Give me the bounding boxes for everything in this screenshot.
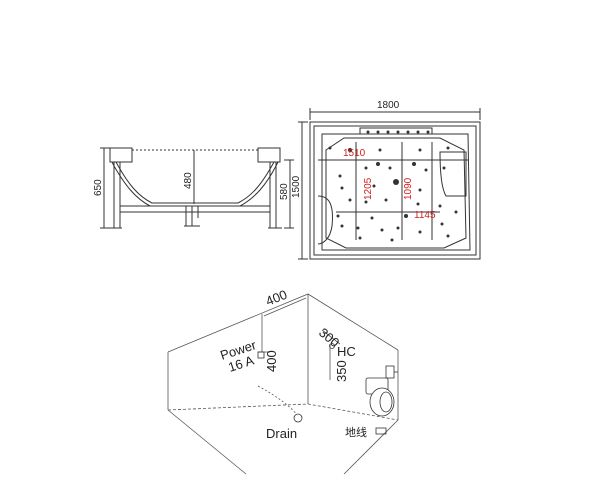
jet <box>424 168 428 172</box>
dim-1145-label: 1145 <box>414 210 436 221</box>
jet <box>338 174 342 178</box>
jet <box>418 230 422 234</box>
jet <box>340 224 344 228</box>
jet <box>356 226 360 230</box>
side-view <box>100 147 294 229</box>
dim-1205-label: 1205 <box>363 177 374 200</box>
jet <box>384 198 388 202</box>
jet <box>376 162 380 166</box>
top-outer-rim-inner <box>313 125 477 256</box>
top-view <box>298 108 481 260</box>
jet <box>396 130 400 134</box>
jet <box>426 130 430 134</box>
top-tub-inner <box>325 137 467 249</box>
jet <box>390 238 394 242</box>
install-dim-400-top-label: 400 <box>264 287 290 309</box>
install-view <box>167 293 399 475</box>
jet <box>418 148 422 152</box>
ground-socket-icon <box>375 427 387 435</box>
jet <box>348 148 352 152</box>
jet <box>388 166 392 170</box>
jet-large <box>393 179 399 185</box>
install-drain-guide <box>257 385 299 417</box>
install-dim-300 <box>321 329 341 345</box>
jet <box>386 130 390 134</box>
jet <box>348 198 352 202</box>
drain-label: Drain <box>266 426 297 441</box>
dim-480-label: 480 <box>183 172 194 189</box>
top-jets <box>328 130 458 242</box>
jet <box>370 216 374 220</box>
jet <box>364 200 368 204</box>
jet <box>438 204 442 208</box>
jet <box>412 162 416 166</box>
jet <box>446 234 450 238</box>
power-socket-icon <box>257 351 265 359</box>
hc-socket-icon <box>329 343 335 349</box>
jet <box>416 202 420 206</box>
side-tub-shell <box>111 161 279 207</box>
jet <box>378 148 382 152</box>
jet <box>358 236 362 240</box>
top-right-seat <box>439 151 467 197</box>
dim-1510-label: 1510 <box>343 148 366 159</box>
jet <box>340 186 344 190</box>
jet <box>442 166 446 170</box>
dim-1800-label: 1800 <box>377 100 400 111</box>
jet <box>396 226 400 230</box>
jet <box>454 210 458 214</box>
hc-label: HC <box>337 344 356 359</box>
jet <box>418 188 422 192</box>
jet <box>364 166 368 170</box>
jet <box>406 130 410 134</box>
jet <box>372 184 376 188</box>
jet <box>380 228 384 232</box>
jet <box>366 130 370 134</box>
install-floor-back <box>167 403 399 421</box>
drain-icon <box>293 413 303 423</box>
jet <box>376 130 380 134</box>
install-floor-right <box>343 419 399 475</box>
jet <box>440 222 444 226</box>
top-left-lounger <box>317 195 333 245</box>
side-tub-inner <box>115 161 275 204</box>
side-right-headrest <box>257 147 281 163</box>
dim-580-label: 580 <box>279 183 290 200</box>
top-outer-rim <box>309 121 481 260</box>
top-control-strip <box>359 127 433 135</box>
install-floor-left <box>167 409 247 475</box>
jet <box>416 130 420 134</box>
jet <box>404 214 408 218</box>
jet <box>328 146 332 150</box>
pump-icon <box>365 365 398 417</box>
jet <box>446 146 450 150</box>
install-dim-400-vertical-label: 400 <box>264 350 279 372</box>
ground-label: 地线 <box>345 425 367 439</box>
install-dim-400-top <box>263 297 307 317</box>
jet <box>336 214 340 218</box>
dim-1500-label: 1500 <box>291 175 302 198</box>
side-left-headrest <box>109 147 133 163</box>
dim-650-label: 650 <box>93 179 104 196</box>
install-dim-350-label: 350 <box>334 360 349 382</box>
dim-1090-label: 1090 <box>403 177 414 200</box>
